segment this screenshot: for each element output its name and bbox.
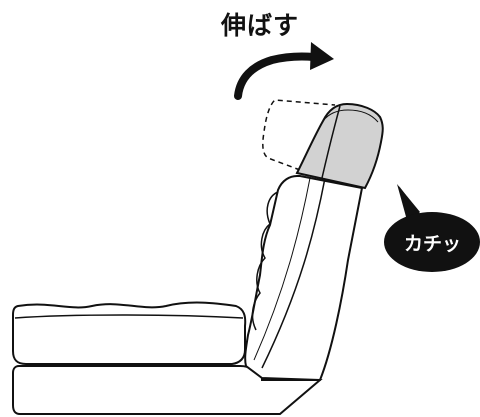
headrest-folded-position <box>262 99 336 171</box>
headrest-extended <box>295 102 384 190</box>
click-sound-label: カチッ <box>403 233 461 255</box>
seat-cushion <box>12 301 247 365</box>
stretch-label: 伸ばす <box>221 11 300 40</box>
curved-arrow-icon <box>234 42 334 100</box>
backrest <box>244 175 364 382</box>
speech-bubble-icon <box>384 184 480 272</box>
